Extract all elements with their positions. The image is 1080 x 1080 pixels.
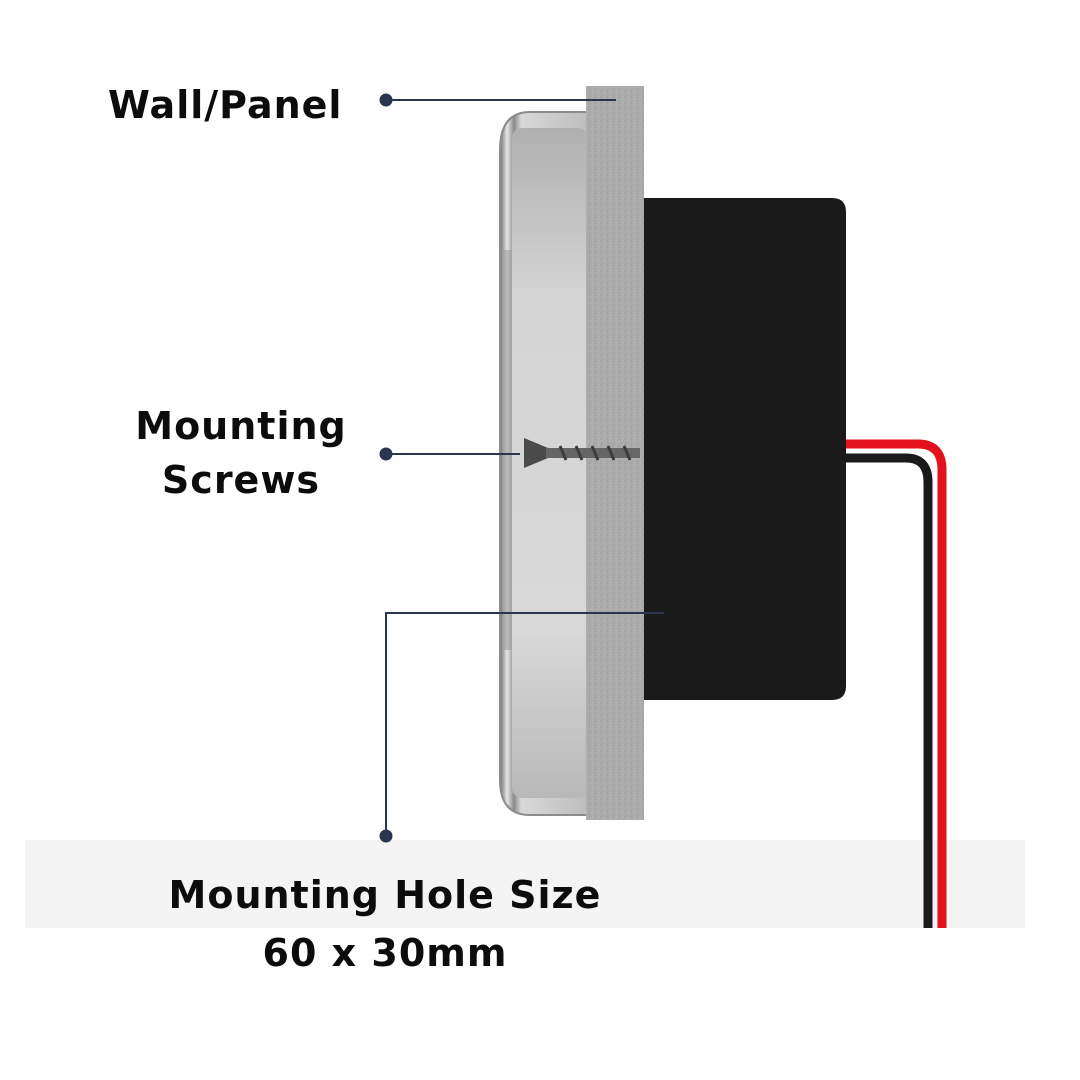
- label-mounting-screws-line2: Screws: [161, 457, 321, 502]
- callout-mounting-screws: [379, 447, 520, 461]
- label-hole-size-line2: 60 x 30mm: [262, 930, 508, 975]
- label-hole-size-line1: Mounting Hole Size: [168, 873, 602, 917]
- callout-wall-panel: [379, 93, 616, 107]
- label-mounting-screws-line1: Mounting: [135, 404, 347, 448]
- callout-mounting-hole: [379, 612, 664, 843]
- black-housing: [644, 198, 846, 700]
- screw-icon: [524, 438, 640, 468]
- chrome-bezel: [499, 111, 589, 816]
- label-mounting-hole-size: Mounting Hole Size 60 x 30mm: [130, 873, 640, 975]
- label-wall-panel: Wall/Panel: [108, 83, 343, 127]
- wires: [846, 439, 947, 928]
- ground-shadow: [25, 840, 1025, 928]
- wire-black: [846, 453, 933, 928]
- label-mounting-screws: Mounting Screws: [106, 404, 376, 502]
- wire-red: [846, 439, 947, 928]
